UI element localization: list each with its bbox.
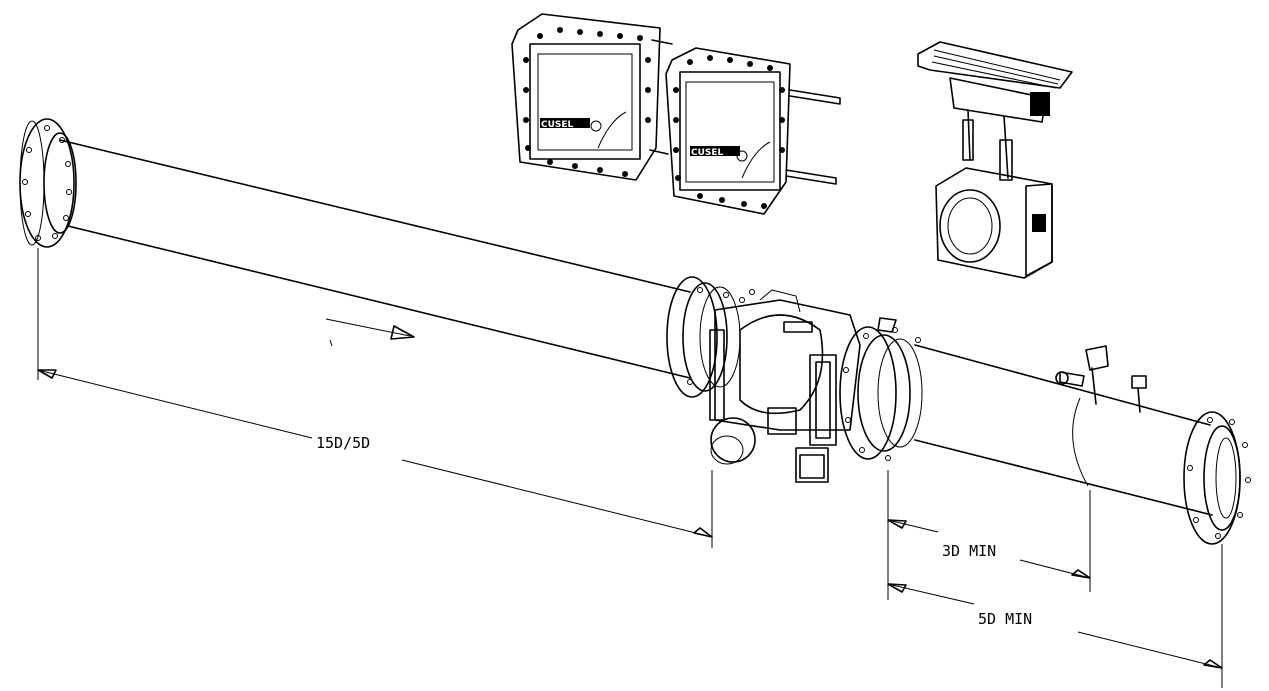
sensor-head-icon bbox=[917, 41, 1073, 279]
temperature-tap-icon bbox=[1131, 375, 1147, 413]
downstream-pipe bbox=[914, 344, 1251, 545]
flow-direction-arrow-icon bbox=[325, 318, 415, 347]
inlet-flange bbox=[19, 118, 77, 248]
enclosure-brand-label: CUSEL bbox=[541, 120, 574, 130]
dimension-15d-5d: 15D/5D bbox=[37, 248, 713, 548]
dimension-5d-min: 5D MIN bbox=[887, 544, 1223, 688]
pressure-tap-icon bbox=[1055, 345, 1109, 405]
dimension-label-upstream: 15D/5D bbox=[316, 434, 370, 452]
enclosure-brand-label-2: CUSEL bbox=[691, 148, 724, 158]
dimension-label-5d: 5D MIN bbox=[978, 610, 1032, 628]
dimension-3d-min: 3D MIN bbox=[887, 470, 1091, 600]
dimension-label-3d: 3D MIN bbox=[942, 542, 996, 560]
transmitter-enclosure-icon: CUSEL CUSEL bbox=[511, 13, 841, 215]
meter-body bbox=[666, 276, 923, 483]
upstream-pipe bbox=[19, 118, 691, 379]
outlet-flange bbox=[1183, 411, 1251, 545]
